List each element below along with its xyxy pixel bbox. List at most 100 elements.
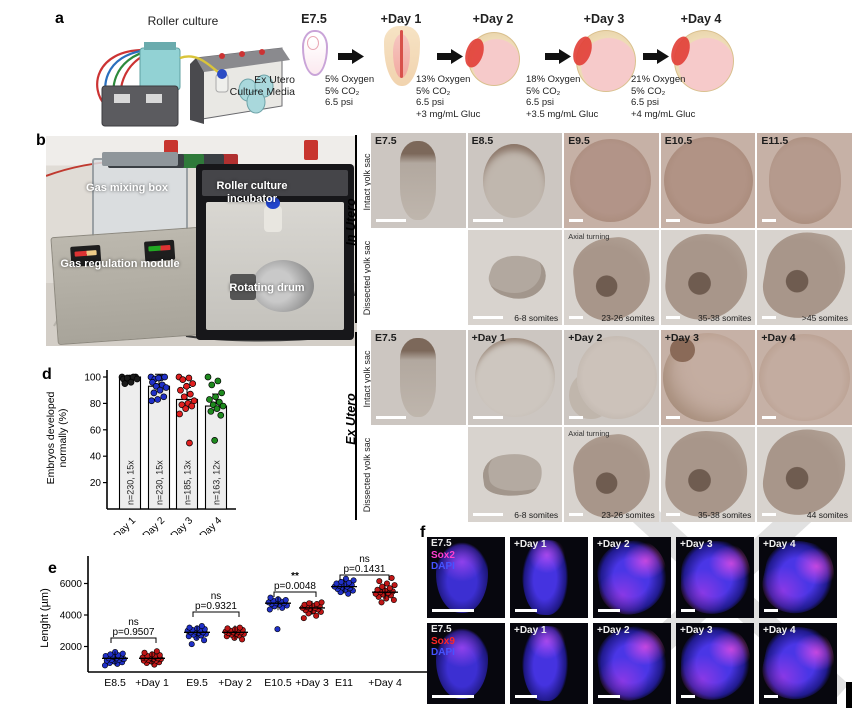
embryo-stage-icon bbox=[302, 30, 328, 76]
micrograph-cell bbox=[371, 230, 466, 325]
svg-text:E11: E11 bbox=[335, 677, 353, 689]
panel-d-label: d bbox=[42, 366, 52, 383]
svg-text:p=0.1431: p=0.1431 bbox=[344, 564, 386, 575]
micrograph-stage-header: +Day 2 bbox=[568, 332, 603, 344]
micrograph-cell: 35-38 somites bbox=[660, 230, 756, 325]
fluorescence-cell: +Day 1 bbox=[510, 537, 588, 618]
fluorescence-cell: +Day 2 bbox=[593, 537, 671, 618]
marker-label: Sox9 bbox=[431, 635, 455, 647]
micrograph-stage-header: E8.5 bbox=[471, 135, 494, 147]
scale-bar bbox=[764, 695, 778, 698]
fluorescence-stage-header: +Day 2 bbox=[597, 625, 630, 636]
fluorescence-stage-header: +Day 1 bbox=[514, 539, 547, 550]
scale-bar bbox=[432, 695, 474, 698]
fluorescence-stage-header: +Day 4 bbox=[763, 539, 796, 550]
micrograph-stage-header: E9.5 bbox=[568, 135, 590, 147]
svg-text:normally (%): normally (%) bbox=[57, 409, 69, 468]
scale-bar bbox=[762, 513, 777, 516]
embryo-fluorescence bbox=[521, 539, 573, 616]
fluorescence-stage-header: +Day 1 bbox=[514, 625, 547, 636]
scale-bar bbox=[472, 219, 503, 222]
scale-bar bbox=[432, 609, 474, 612]
counterstain-label: DAPI bbox=[431, 647, 455, 658]
svg-text:p=0.0048: p=0.0048 bbox=[274, 581, 316, 592]
micrograph-stage-header: E7.5 bbox=[375, 135, 397, 147]
micrograph-cell: E8.5 bbox=[467, 133, 563, 228]
svg-text:+Day 4: +Day 4 bbox=[368, 677, 402, 689]
axial-turning-label: Axial turning bbox=[568, 232, 610, 241]
timeline-stage-label: E7.5 bbox=[301, 12, 327, 26]
page-edge-mark bbox=[846, 682, 852, 708]
media-bottle bbox=[264, 197, 282, 232]
embryo-fluorescence bbox=[679, 539, 751, 616]
svg-text:E10.5: E10.5 bbox=[264, 677, 292, 689]
svg-text:p=0.9321: p=0.9321 bbox=[195, 601, 237, 612]
condition-line: 5% CO₂ bbox=[325, 85, 360, 97]
section-divider bbox=[355, 135, 357, 323]
condition-line: +3 mg/mL Gluc bbox=[416, 108, 481, 120]
scale-bar bbox=[762, 219, 777, 222]
svg-text:n=230, 15x: n=230, 15x bbox=[155, 460, 165, 505]
arrow-right-icon bbox=[338, 49, 364, 64]
micrograph-cell: E7.5 bbox=[371, 330, 466, 425]
scale-bar bbox=[376, 219, 406, 222]
micrograph-cell: +Day 2 bbox=[564, 330, 659, 425]
condition-line: 18% Oxygen bbox=[526, 74, 581, 85]
somite-count-label: 6-8 somites bbox=[514, 510, 559, 520]
scale-bar bbox=[665, 416, 680, 419]
scale-bar bbox=[762, 316, 777, 319]
somite-count-label: 23-26 somites bbox=[601, 510, 655, 520]
fluorescence-stage-header: +Day 3 bbox=[680, 539, 713, 550]
svg-text:+Day 4: +Day 4 bbox=[194, 515, 225, 535]
gas-mixing-box bbox=[92, 152, 188, 240]
section-divider bbox=[355, 332, 357, 520]
svg-text:60: 60 bbox=[90, 425, 102, 436]
scale-bar bbox=[472, 416, 503, 419]
fluorescence-cell: +Day 4 bbox=[759, 537, 837, 618]
timeline-stage-label: +Day 4 bbox=[680, 12, 722, 26]
micrograph-cell: E9.5 bbox=[564, 133, 659, 228]
micrograph-stage-header: E11.5 bbox=[761, 135, 789, 147]
fluorescence-stage-header: +Day 3 bbox=[680, 625, 713, 636]
embryo-fluorescence bbox=[679, 625, 751, 702]
timeline-stage-label: +Day 3 bbox=[583, 12, 625, 26]
somite-count-label: 35-38 somites bbox=[698, 510, 752, 520]
condition-line: 6.5 psi bbox=[526, 97, 554, 108]
micrograph-stage-header: E7.5 bbox=[375, 332, 397, 344]
micrograph-cell: >45 somites bbox=[757, 230, 852, 325]
condition-line: 6.5 psi bbox=[631, 97, 659, 108]
micrograph-cell: E11.5 bbox=[757, 133, 852, 228]
scale-bar bbox=[665, 219, 680, 222]
svg-text:Embryos developed: Embryos developed bbox=[45, 391, 57, 484]
micrograph-cell: +Day 1 bbox=[467, 330, 563, 425]
micrograph-cell: +Day 3 bbox=[660, 330, 756, 425]
scale-bar bbox=[665, 316, 680, 319]
svg-text:+Day 3: +Day 3 bbox=[295, 677, 329, 689]
gas-regulation-label: Gas regulation module bbox=[60, 258, 180, 270]
svg-text:+Day 3: +Day 3 bbox=[165, 515, 196, 535]
incubator-lid bbox=[202, 170, 348, 196]
micrograph-cell: E7.5 bbox=[371, 133, 466, 228]
somite-count-label: 35-38 somites bbox=[698, 313, 752, 323]
svg-text:n=163, 12x: n=163, 12x bbox=[212, 460, 222, 505]
scale-bar bbox=[762, 416, 777, 419]
svg-text:n=185, 13x: n=185, 13x bbox=[183, 460, 193, 505]
stage-label: E7.5 bbox=[431, 538, 452, 549]
scale-bar bbox=[376, 416, 406, 419]
arrow-right-icon bbox=[545, 49, 571, 64]
svg-text:E9.5: E9.5 bbox=[186, 677, 208, 689]
condition-line: 5% Oxygen bbox=[325, 74, 375, 85]
scale-bar bbox=[681, 695, 695, 698]
